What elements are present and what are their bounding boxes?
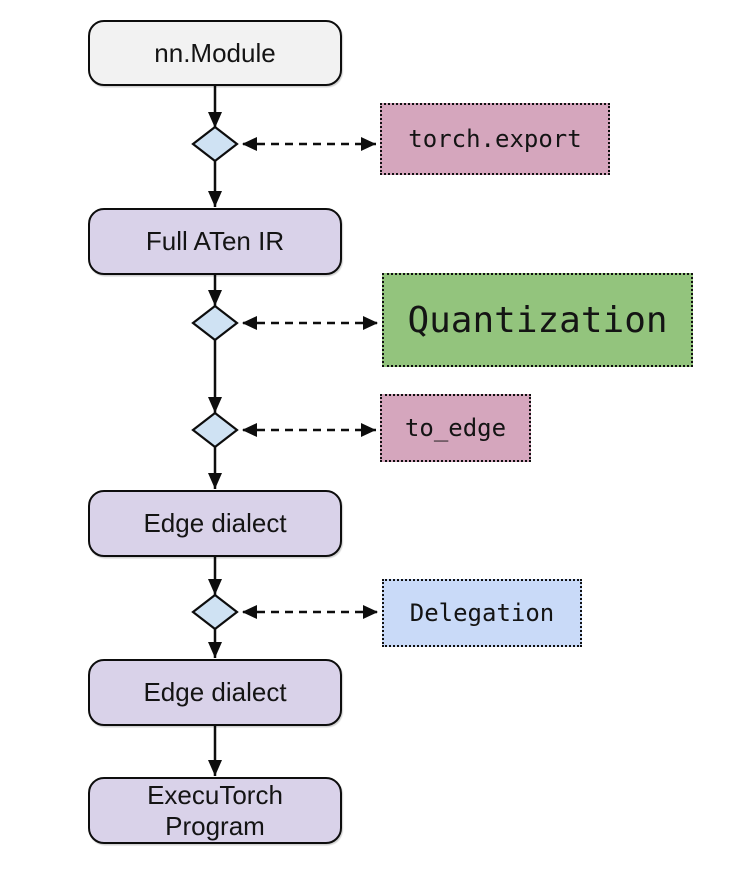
node-executorch-program: ExecuTorch Program — [88, 777, 342, 844]
decision-diamond-3 — [191, 411, 239, 449]
step-quantization: Quantization — [382, 273, 693, 367]
node-edge-dialect-2: Edge dialect — [88, 659, 342, 726]
step-to-edge: to_edge — [380, 394, 531, 462]
step-delegation: Delegation — [382, 579, 582, 647]
decision-diamond-2 — [191, 304, 239, 342]
step-torch-export-label: torch.export — [408, 125, 582, 153]
step-delegation-label: Delegation — [409, 599, 555, 627]
step-torch-export: torch.export — [380, 103, 610, 175]
node-nn-module: nn.Module — [88, 20, 342, 86]
node-edge-dialect-1: Edge dialect — [88, 490, 342, 557]
decision-diamond-4 — [191, 593, 239, 631]
node-edge-dialect-1-label: Edge dialect — [143, 508, 287, 539]
node-full-aten-ir-label: Full ATen IR — [145, 226, 285, 257]
step-to-edge-label: to_edge — [404, 414, 507, 442]
node-edge-dialect-2-label: Edge dialect — [143, 677, 287, 708]
decision-diamond-1 — [191, 125, 239, 163]
node-executorch-program-label: ExecuTorch Program — [147, 779, 283, 841]
node-nn-module-label: nn.Module — [154, 37, 276, 68]
step-quantization-label: Quantization — [407, 299, 668, 341]
node-full-aten-ir: Full ATen IR — [88, 208, 342, 275]
